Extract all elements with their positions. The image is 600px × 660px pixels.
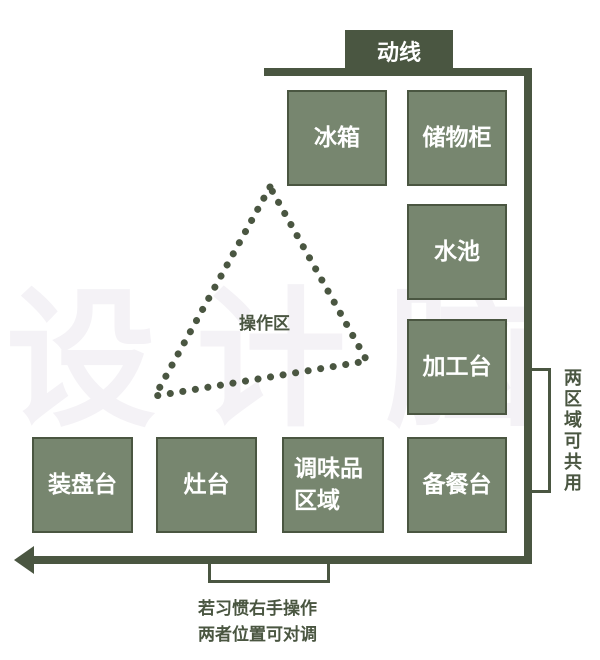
zone-seasoning-line2: 区域: [294, 488, 340, 514]
swap-note-line1: 若习惯右手操作: [198, 599, 317, 619]
flow-line-top: [264, 68, 532, 76]
shared-area-bracket: [531, 368, 551, 493]
zone-plating-counter: 装盘台: [32, 437, 133, 533]
flow-line-bottom: [30, 556, 532, 564]
flow-title: 动线: [345, 30, 453, 72]
flow-line-right: [524, 68, 532, 564]
zone-serving-prep-counter: 备餐台: [407, 437, 507, 533]
shared-area-note: 两区域可共用: [564, 368, 582, 494]
zone-seasoning-line1: 调味品: [294, 456, 363, 482]
zone-storage-cabinet: 储物柜: [407, 90, 507, 186]
zone-seasoning-area: 调味品 区域: [282, 437, 384, 533]
swap-bracket: [208, 563, 330, 583]
zone-sink: 水池: [407, 204, 507, 300]
zone-prep-counter: 加工台: [407, 319, 507, 415]
zone-stove: 灶台: [156, 437, 257, 533]
operation-area-label: 操作区: [239, 314, 290, 334]
arrow-left-icon: [14, 546, 34, 574]
zone-fridge: 冰箱: [287, 90, 387, 186]
swap-note-line2: 两者位置可对调: [198, 625, 317, 645]
